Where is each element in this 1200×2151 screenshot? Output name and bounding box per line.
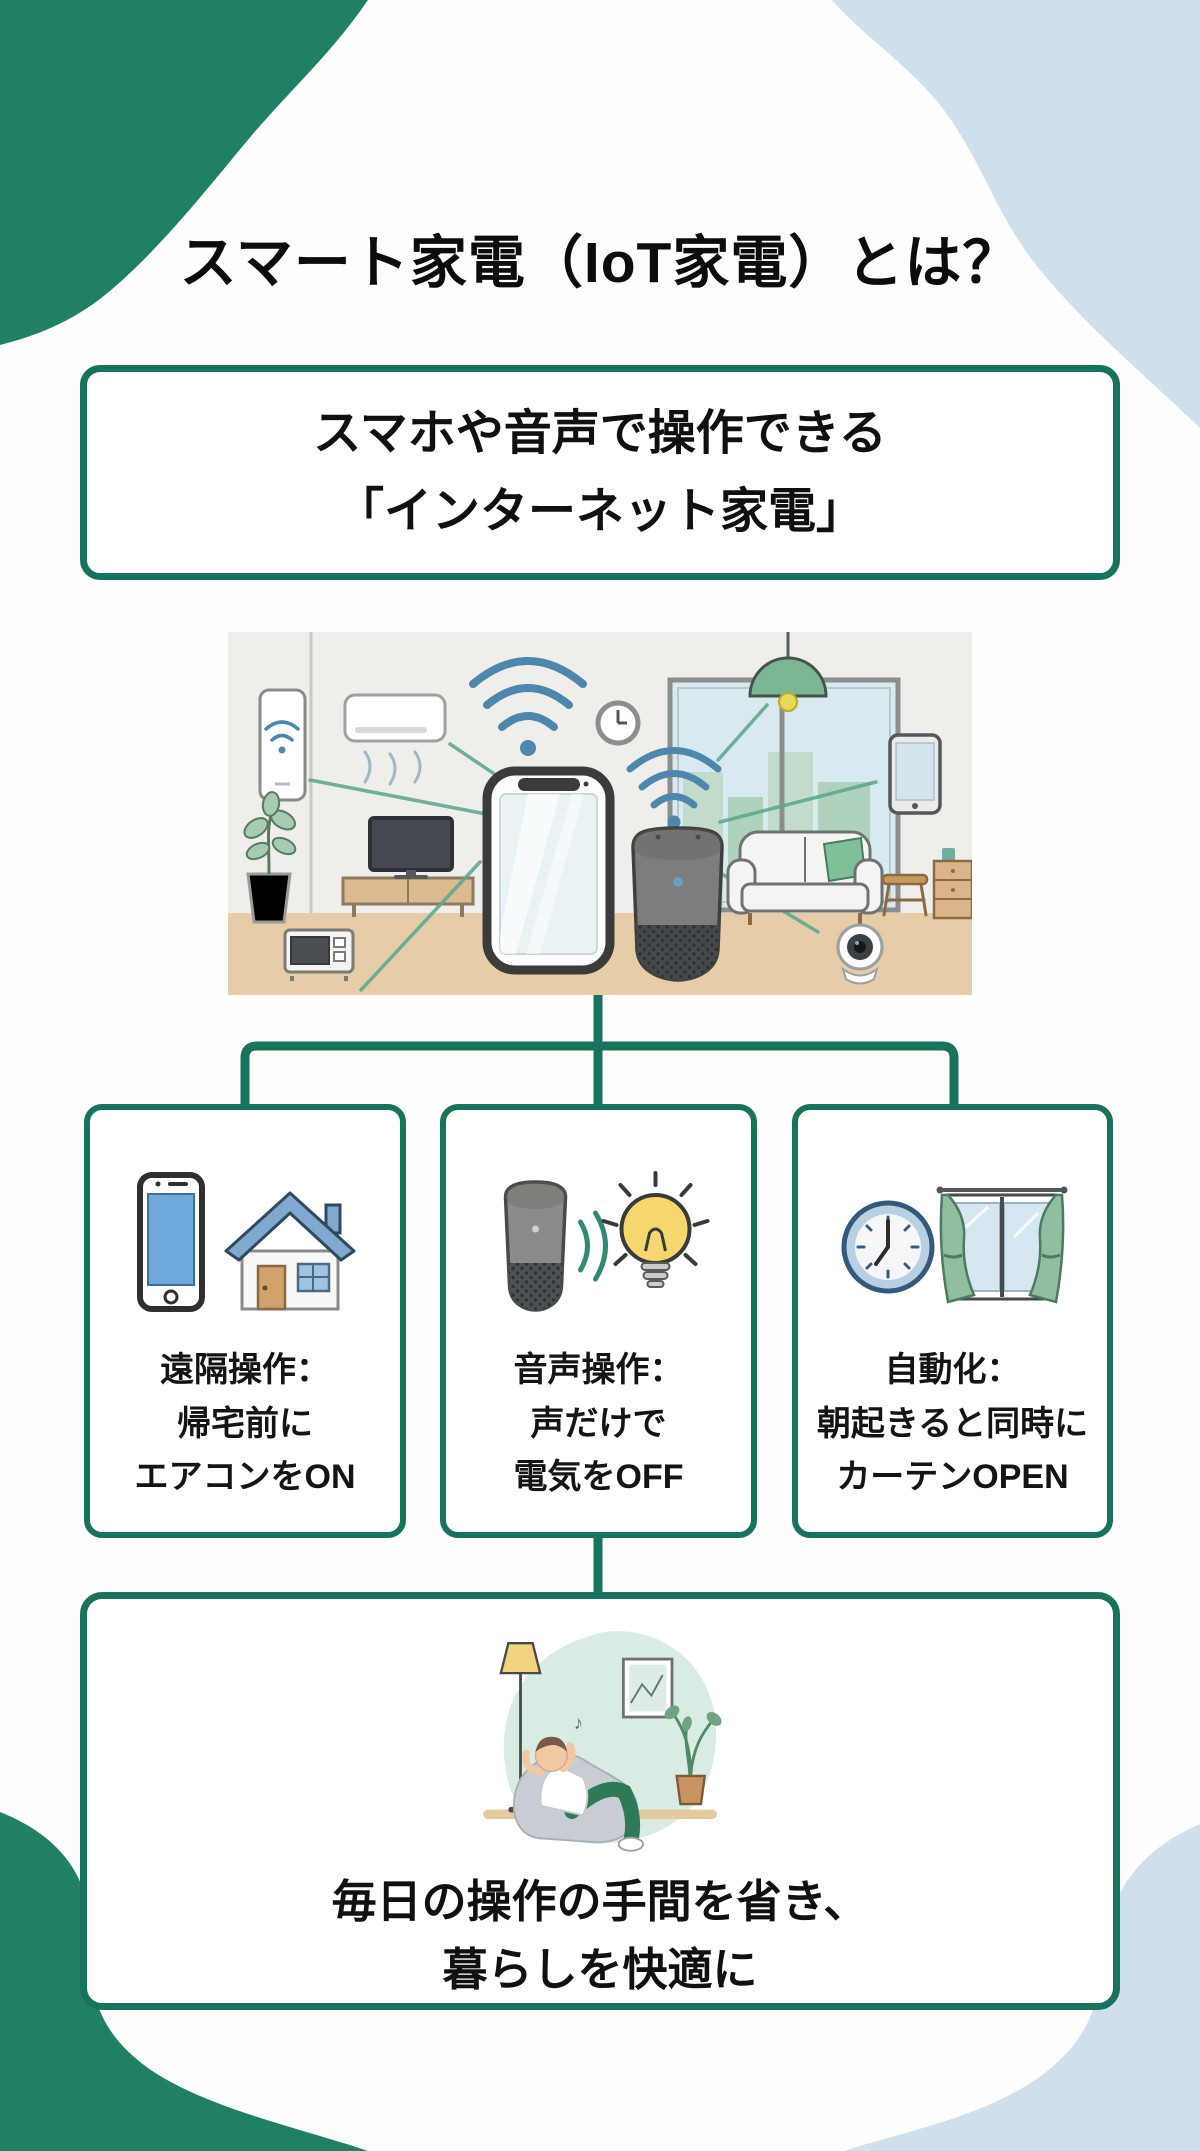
clock-icon xyxy=(841,1200,934,1294)
caption-line: エアコンをON xyxy=(134,1458,356,1497)
feature-voice-caption: 音声操作： 声だけで 電気をOFF xyxy=(514,1344,684,1505)
tablet-icon xyxy=(888,733,942,815)
smart-speaker-icon xyxy=(503,1180,568,1312)
feature-automation-caption: 自動化： 朝起きると同時に カーテンOPEN xyxy=(817,1344,1088,1505)
feature-remote-caption: 遠隔操作： 帰宅前に エアコンをON xyxy=(135,1344,356,1505)
feature-card-remote: 遠隔操作： 帰宅前に エアコンをON xyxy=(84,1104,406,1538)
clock-icon xyxy=(595,700,641,746)
remote-icon-group xyxy=(137,1172,356,1312)
voice-icon-group xyxy=(503,1171,710,1312)
plant-icon xyxy=(243,791,297,924)
caption-line: 帰宅前に xyxy=(177,1404,313,1443)
caption-line: 朝起きると同時に xyxy=(816,1404,1089,1443)
feature-voice-icons xyxy=(481,1162,716,1322)
caption-line: カーテンOPEN xyxy=(836,1458,1069,1497)
connector-branch xyxy=(240,1041,959,1111)
caption-line: 自動化： xyxy=(884,1351,1021,1389)
caption-line: 遠隔操作： xyxy=(160,1351,330,1389)
potted-plant-icon xyxy=(664,1705,722,1806)
definition-line-2: 「インターネット家電」 xyxy=(335,484,864,538)
smartphone-icon xyxy=(482,766,615,975)
wifi-icon xyxy=(469,657,587,756)
conclusion-line-2: 暮らしを快適に xyxy=(442,1943,758,1995)
stool-icon xyxy=(881,873,929,917)
smart-speaker-icon xyxy=(631,826,724,982)
feature-remote-icons xyxy=(125,1162,365,1322)
conclusion-caption: 毎日の操作の手間を省き、 暮らしを快適に xyxy=(332,1868,869,2003)
wall-phone-icon xyxy=(258,688,307,802)
bean-bag-person: ♪ xyxy=(512,1712,644,1852)
relaxing-person-illustration: ♪ xyxy=(483,1631,722,1852)
automation-icon-group xyxy=(841,1186,1067,1304)
smartphone-icon xyxy=(137,1172,205,1312)
house-icon xyxy=(224,1191,356,1311)
microwave-icon xyxy=(283,928,355,981)
lightbulb-icon xyxy=(601,1171,710,1288)
feature-card-automation: 自動化： 朝起きると同時に カーテンOPEN xyxy=(792,1104,1113,1538)
security-camera-icon xyxy=(836,923,884,985)
dresser-icon xyxy=(932,848,972,920)
curtain-window-icon xyxy=(936,1186,1067,1304)
top-right-blue-blob xyxy=(832,0,1200,428)
caption-line: 音声操作： xyxy=(513,1351,684,1389)
sofa-icon xyxy=(726,830,884,925)
definition-line-1: スマホや音声で操作できる xyxy=(313,406,887,460)
page-title: スマート家電（IoT家電）とは？ xyxy=(179,231,1021,295)
smart-home-illustration xyxy=(228,632,972,995)
wifi-icon-small xyxy=(626,747,722,829)
pendant-lamp-icon xyxy=(748,632,828,712)
air-conditioner-icon xyxy=(343,693,447,786)
feature-card-voice: 音声操作： 声だけで 電気をOFF xyxy=(440,1104,757,1538)
caption-line: 電気をOFF xyxy=(513,1458,684,1497)
sound-wave-icon xyxy=(578,1210,608,1282)
caption-line: 声だけで xyxy=(530,1404,667,1443)
music-note-glyph: ♪ xyxy=(574,1712,583,1733)
picture-frame-icon xyxy=(621,1657,674,1719)
definition-box: スマホや音声で操作できる 「インターネット家電」 xyxy=(80,365,1120,580)
conclusion-line-1: 毎日の操作の手間を省き、 xyxy=(331,1876,869,1927)
feature-automation-icons xyxy=(833,1162,1073,1322)
conclusion-card: ♪ 毎日の操作の手間を省き、 暮らしを快適に xyxy=(80,1592,1120,2010)
